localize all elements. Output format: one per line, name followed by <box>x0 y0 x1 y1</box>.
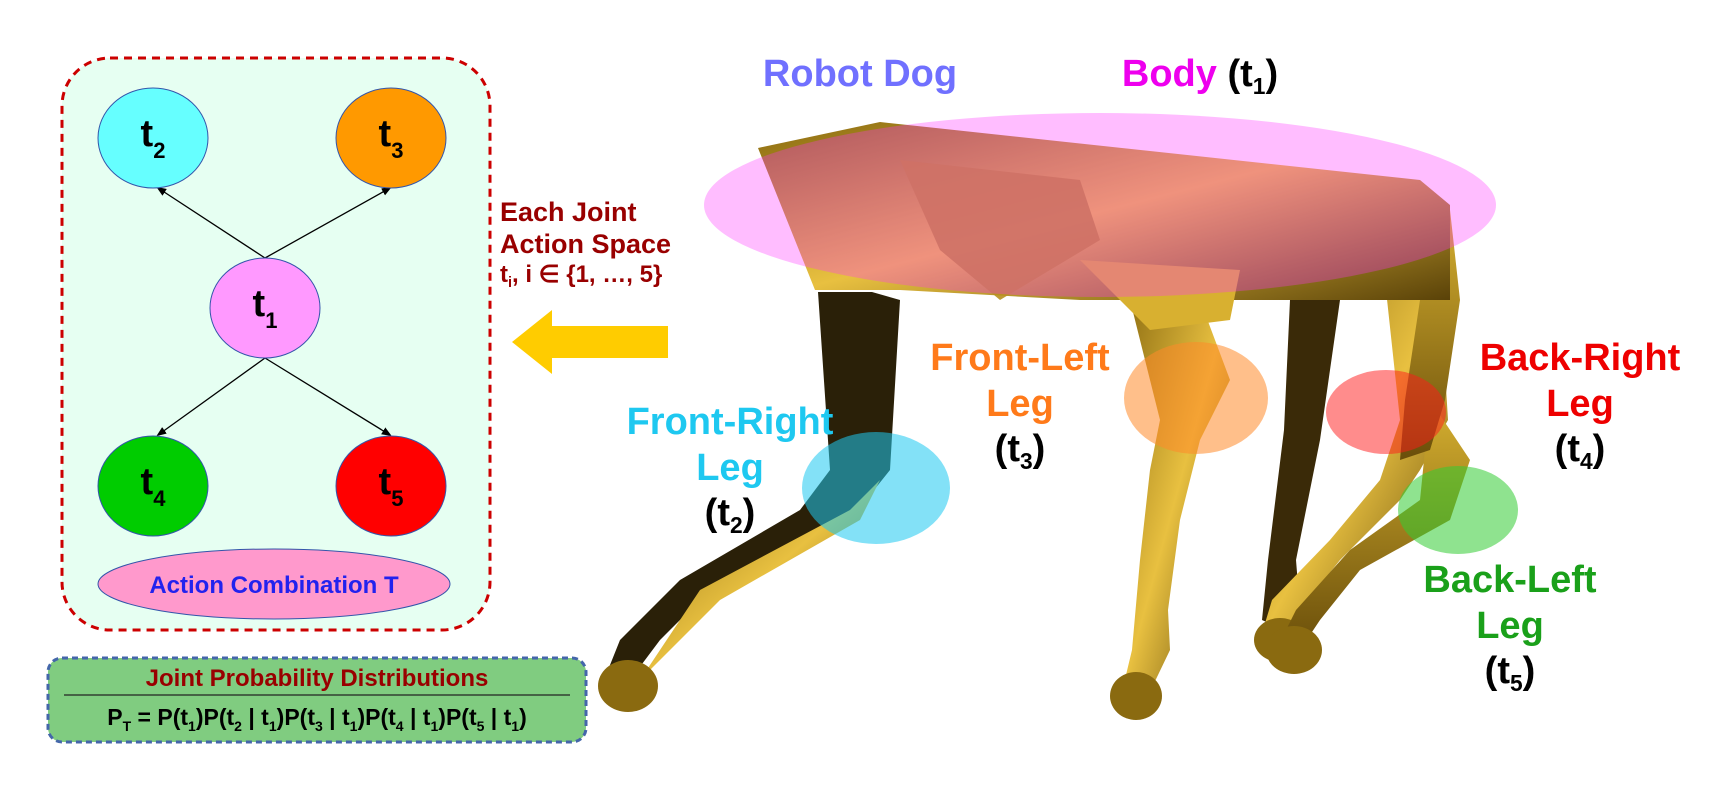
robot-dog-title: Robot Dog <box>762 53 958 95</box>
robot-dog-image <box>598 122 1470 720</box>
svg-text:t4: t4 <box>141 461 167 511</box>
action-combination-label: Action Combination T <box>149 572 399 599</box>
node-t4: t4 <box>97 435 209 537</box>
action-combination: Action Combination T <box>97 548 451 620</box>
body-highlight <box>704 113 1496 297</box>
tree-edges <box>156 186 392 437</box>
node-t1: t1 <box>209 257 321 359</box>
node-t2: t2 <box>97 87 209 189</box>
edge-t1-t2 <box>156 186 266 259</box>
back-left-label: Back-Left Leg (t5) <box>1423 559 1597 697</box>
svg-text:t5: t5 <box>379 461 404 511</box>
body-label: Body (t1) <box>1121 53 1279 99</box>
formula-title: Joint Probability Distributions <box>146 665 489 692</box>
back-right-label: Back-Right Leg (t4) <box>1479 337 1681 475</box>
edge-t1-t3 <box>264 187 392 259</box>
body-joint-sub: 1 <box>1252 72 1266 99</box>
front-right-highlight <box>802 432 950 544</box>
svg-text:t1: t1 <box>253 283 278 333</box>
front-left-label: Front-Left Leg (t3) <box>930 337 1110 475</box>
svg-text:t3: t3 <box>379 113 404 163</box>
edge-t1-t4 <box>156 357 266 437</box>
action-space-line3: ti, i ∈ {1, …, 5} <box>500 260 663 291</box>
action-space-line1: Each Joint <box>500 197 637 227</box>
node-t5: t5 <box>335 435 447 537</box>
formula-box: Joint Probability Distributions PT = P(t… <box>46 656 588 744</box>
body-joint-base: t <box>1240 53 1253 95</box>
mapping-arrow <box>512 310 668 374</box>
back-left-highlight <box>1398 466 1518 554</box>
front-right-label: Front-Right Leg (t2) <box>626 401 834 539</box>
node-t3: t3 <box>335 87 447 189</box>
action-space-line2: Action Space <box>500 229 672 260</box>
edge-t1-t5 <box>264 357 392 437</box>
back-right-highlight <box>1326 370 1446 454</box>
formula-expression: PT = P(t1)P(t2 | t1)P(t3 | t1)P(t4 | t1)… <box>107 704 527 734</box>
body-label-text: Body <box>1121 53 1217 95</box>
svg-text:t2: t2 <box>141 113 166 163</box>
front-left-highlight <box>1124 342 1268 454</box>
action-space-label: Each Joint Action Space ti, i ∈ {1, …, 5… <box>500 196 750 292</box>
